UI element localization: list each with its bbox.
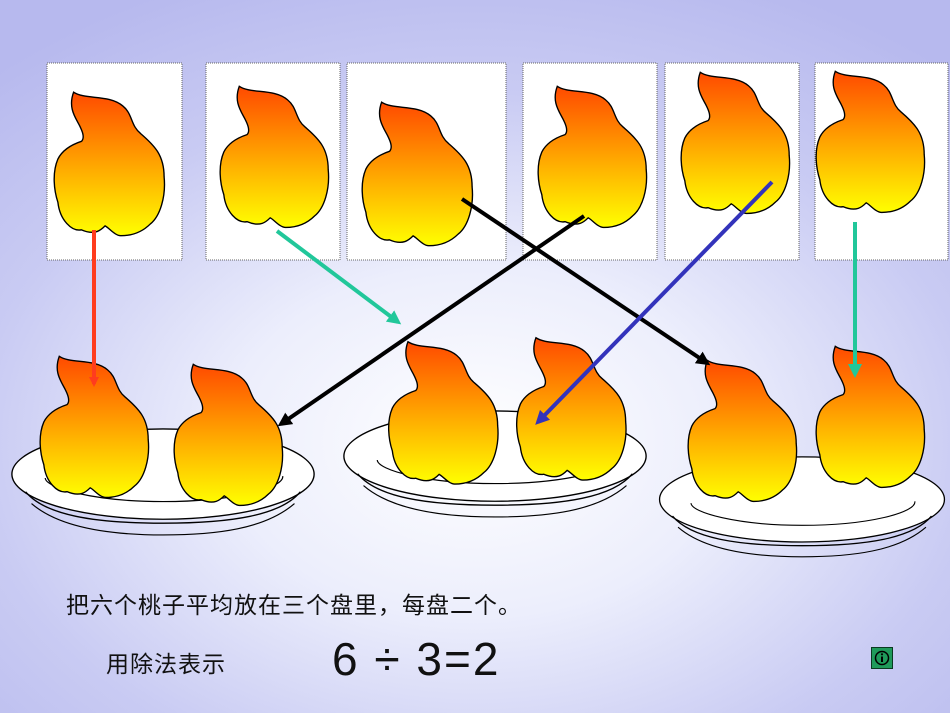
plate-3-peach-1	[687, 359, 798, 503]
plate-1	[10, 355, 316, 536]
plate-2	[343, 337, 647, 518]
peach-card-1	[46, 62, 183, 261]
peach-cards	[46, 62, 949, 261]
plate-2-peach-2	[515, 337, 627, 481]
info-icon	[874, 650, 890, 666]
arrow-black-2	[460, 197, 711, 366]
problem-statement: 把六个桃子平均放在三个盘里，每盘二个。	[66, 593, 522, 619]
division-equation: 6 ÷ 3=2	[332, 633, 501, 685]
peach-card-6	[814, 62, 949, 261]
peach-card-2	[205, 62, 341, 261]
arrow-teal-1	[275, 229, 402, 325]
arrow-black-1	[277, 214, 586, 427]
info-button[interactable]	[871, 647, 893, 669]
peach-card-3	[346, 62, 507, 261]
plate-2-peach-1	[387, 341, 499, 485]
peach-card-4	[522, 62, 658, 261]
method-label: 用除法表示	[106, 652, 226, 678]
plate-1-peach-2	[173, 363, 284, 507]
plates	[10, 337, 946, 558]
peach-card-5	[664, 62, 800, 261]
plate-3	[658, 345, 946, 558]
plate-3-peach-2	[815, 345, 926, 489]
distribution-arrows	[89, 180, 862, 427]
arrow-blue	[535, 180, 774, 425]
